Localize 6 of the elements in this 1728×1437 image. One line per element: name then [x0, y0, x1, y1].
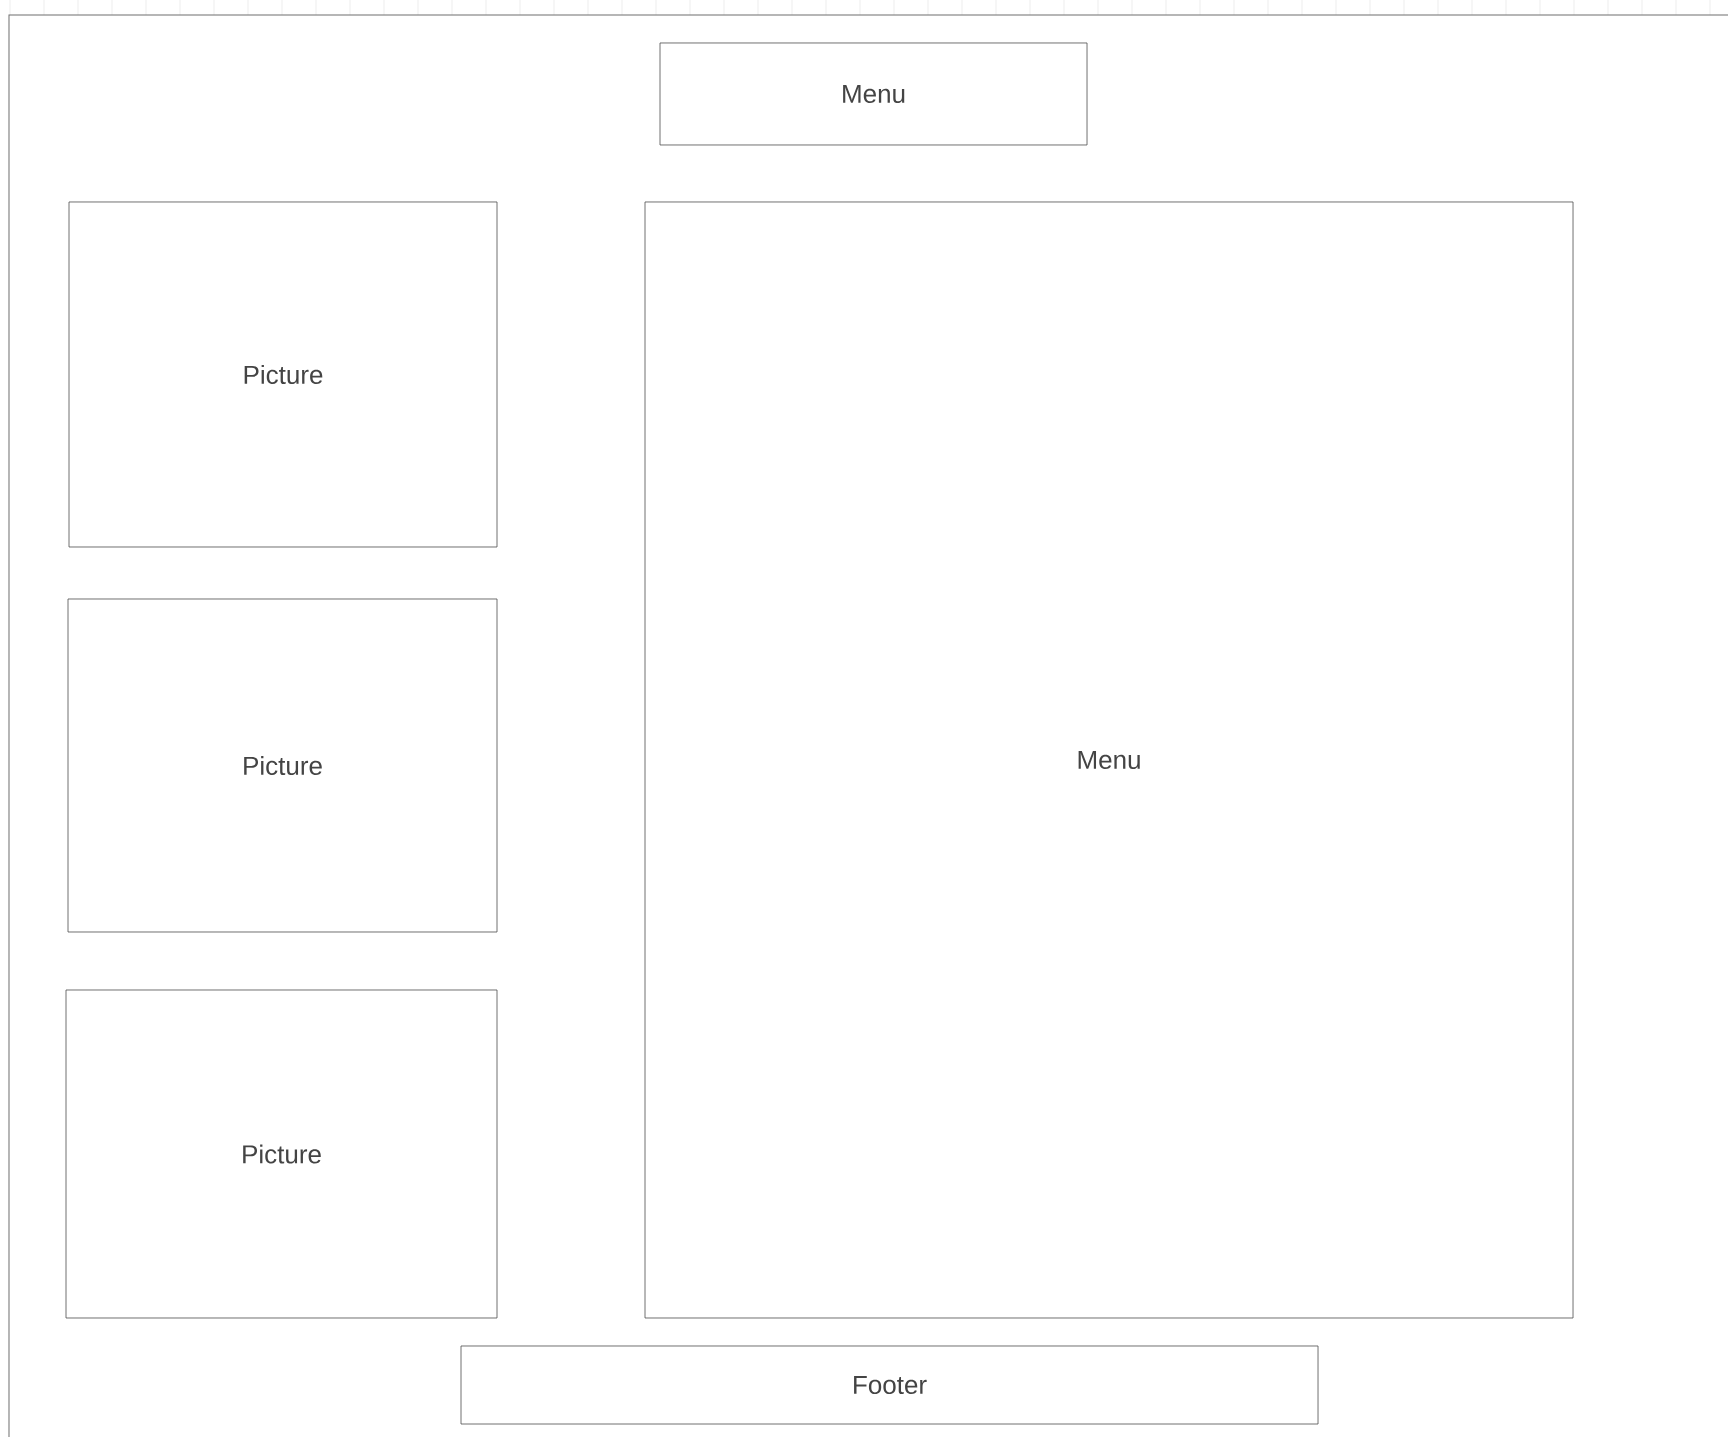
image-frame: Picture	[65, 989, 498, 1319]
footer-box: Footer	[460, 1345, 1319, 1425]
menu-box: Menu	[644, 201, 1574, 1319]
image-frame: Picture	[67, 598, 498, 933]
menu-box: Menu	[659, 42, 1088, 146]
image-frame: Picture	[68, 201, 498, 548]
